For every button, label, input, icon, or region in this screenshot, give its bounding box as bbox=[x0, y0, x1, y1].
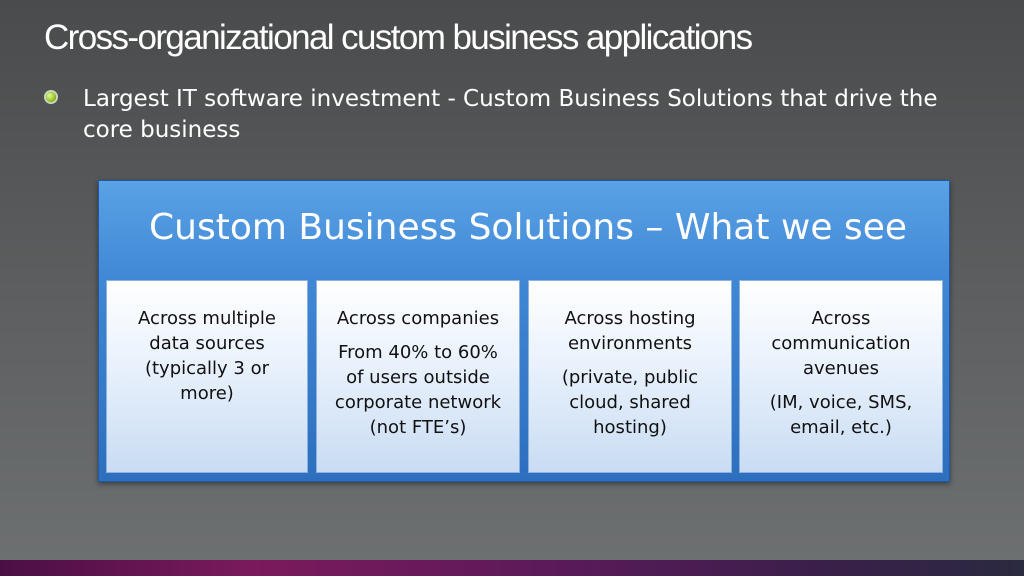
bullet-text: Largest IT software investment - Custom … bbox=[83, 86, 938, 143]
card-companies: Across companies From 40% to 60% of user… bbox=[316, 280, 520, 473]
card-heading: Across multiple data sources (typically … bbox=[138, 308, 276, 404]
bullet-dot-icon bbox=[46, 92, 56, 102]
card-heading: Across companies bbox=[336, 308, 500, 329]
card-detail: (IM, voice, SMS, email, etc.) bbox=[769, 392, 913, 438]
card-hosting: Across hosting environments (private, pu… bbox=[528, 280, 732, 473]
card-detail: (private, public cloud, shared hosting) bbox=[561, 367, 699, 438]
card-heading: Across communication avenues bbox=[771, 308, 911, 379]
card-heading: Across hosting environments bbox=[564, 308, 696, 354]
bottom-accent-bar bbox=[0, 560, 1024, 576]
slide-title: Cross-organizational custom business app… bbox=[44, 18, 753, 57]
card-data-sources: Across multiple data sources (typically … bbox=[106, 280, 308, 473]
card-communication: Across communication avenues (IM, voice,… bbox=[739, 280, 943, 473]
card-detail: From 40% to 60% of users outside corpora… bbox=[334, 342, 502, 438]
panel-title: Custom Business Solutions – What we see bbox=[149, 207, 907, 248]
